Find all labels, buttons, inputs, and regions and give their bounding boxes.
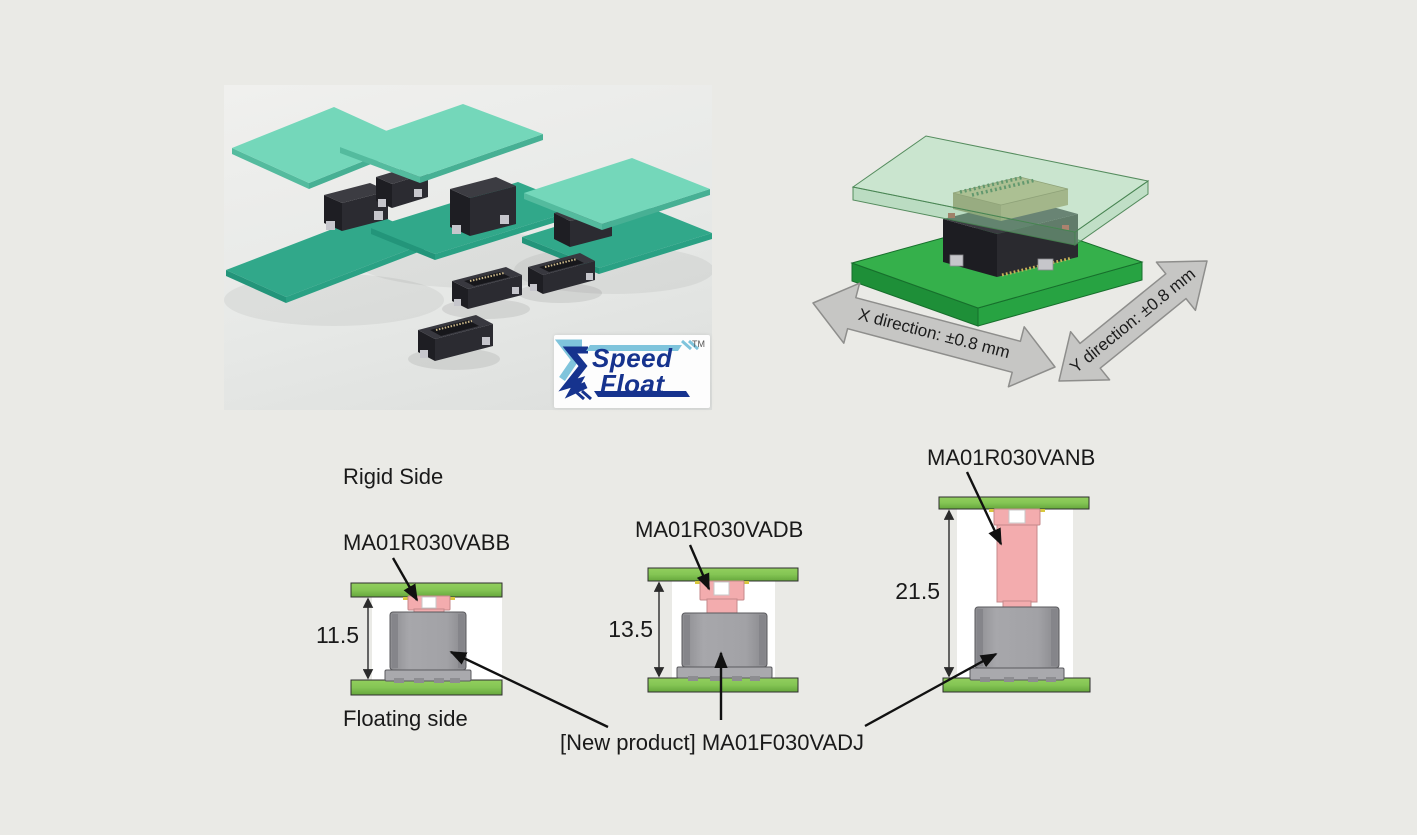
product-photo: Speed Float TM <box>224 85 712 410</box>
loose-connector <box>452 267 522 309</box>
floating-range-illustration <box>812 135 1208 388</box>
stack-diagram-2 <box>647 567 799 693</box>
speed-float-logo-art <box>554 339 699 401</box>
stack-diagram-3 <box>938 496 1091 693</box>
stack-diagram-1 <box>350 582 503 696</box>
y-direction-arrow <box>1058 260 1208 382</box>
floating-connector <box>676 612 773 681</box>
rigid-pcb <box>647 567 799 582</box>
logo-tm-mark: TM <box>692 339 705 349</box>
part-label-1: MA01R030VABB <box>343 530 511 555</box>
loose-connector <box>418 315 493 361</box>
pcb-assemblies-illustration <box>224 104 712 370</box>
new-product-arrow-left <box>449 650 609 729</box>
rigid-side-label: Rigid Side <box>343 464 444 489</box>
new-product-label: [New product] MA01F030VADJ <box>560 730 865 755</box>
floating-connector <box>384 611 472 683</box>
part3-callout-arrow <box>965 471 1003 546</box>
rigid-pcb <box>938 496 1090 510</box>
floating-range-figure: X direction: ±0.8 mm Y direction: ±0.8 m… <box>810 105 1250 415</box>
height-label-1: 11.5 <box>315 622 359 648</box>
floating-pcb <box>350 679 503 696</box>
part-label-2: MA01R030VADB <box>635 517 804 542</box>
rigid-pcb <box>350 582 503 598</box>
new-product-arrow-right <box>864 652 998 728</box>
floating-connector <box>969 606 1065 682</box>
part-label-3: MA01R030VANB <box>927 445 1096 470</box>
stack-height-diagram <box>350 471 1091 729</box>
callout-arrows <box>391 471 1003 729</box>
part1-callout-arrow <box>391 557 419 602</box>
rigid-connector <box>699 580 745 614</box>
floating-pcb <box>647 677 799 693</box>
speed-float-logo: Speed Float TM <box>554 335 710 408</box>
logo-float-text: Float <box>600 369 665 399</box>
part2-callout-arrow <box>688 544 711 591</box>
height-label-2: 13.5 <box>608 616 653 642</box>
x-direction-arrow <box>812 282 1056 388</box>
loose-connector <box>528 253 595 294</box>
rigid-connector <box>993 508 1041 610</box>
logo-speed-text: Speed <box>592 343 673 373</box>
height-label-3: 21.5 <box>895 578 940 604</box>
floating-side-label: Floating side <box>343 706 468 731</box>
